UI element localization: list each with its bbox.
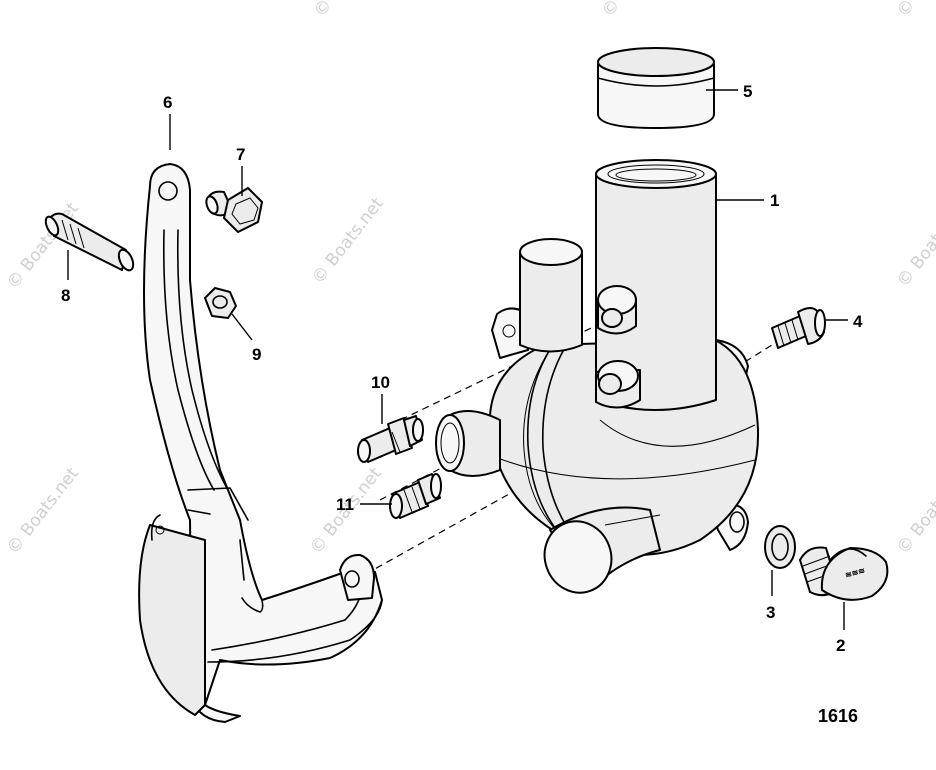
callout-2: 2 xyxy=(836,636,845,655)
callout-11: 11 xyxy=(336,495,354,514)
thermostat-housing-part xyxy=(435,159,760,594)
hex-bolt-part xyxy=(205,187,263,233)
mounting-bracket-part xyxy=(138,163,383,723)
callout-4: 4 xyxy=(853,312,863,331)
callout-9: 9 xyxy=(252,345,261,364)
sealing-washer-part xyxy=(764,525,796,569)
hose-fitting-small-part xyxy=(389,473,442,519)
watermark: © Boats.net xyxy=(893,0,936,21)
watermark: © Boats.net xyxy=(3,199,83,293)
watermark: © Boats.net xyxy=(3,464,83,558)
callout-3: 3 xyxy=(766,603,775,622)
callout-5: 5 xyxy=(743,82,752,101)
callout-6: 6 xyxy=(163,93,172,112)
callout-10: 10 xyxy=(371,373,390,392)
callout-labels: 1 2 3 4 5 6 7 8 9 10 11 xyxy=(61,82,863,655)
callout-7: 7 xyxy=(236,145,245,164)
flange-bolt-part xyxy=(771,307,826,349)
hex-nut-part xyxy=(204,287,237,319)
figure-number: 1616 xyxy=(818,706,858,726)
watermark: © Boats.net xyxy=(308,194,388,288)
watermark: © Boats.net xyxy=(310,0,390,21)
callout-1: 1 xyxy=(770,191,779,210)
watermark: © Boats.net xyxy=(893,464,936,558)
hose-fitting-large-part xyxy=(357,415,424,463)
cap-sleeve-part xyxy=(597,47,715,129)
drain-plug-part: ≋≋≋ xyxy=(799,546,889,601)
callout-8: 8 xyxy=(61,286,70,305)
watermark: © Boats.net xyxy=(893,197,936,291)
watermark: © Boats.net xyxy=(598,0,678,21)
leader-lines xyxy=(67,89,848,630)
stud-part xyxy=(44,212,135,272)
